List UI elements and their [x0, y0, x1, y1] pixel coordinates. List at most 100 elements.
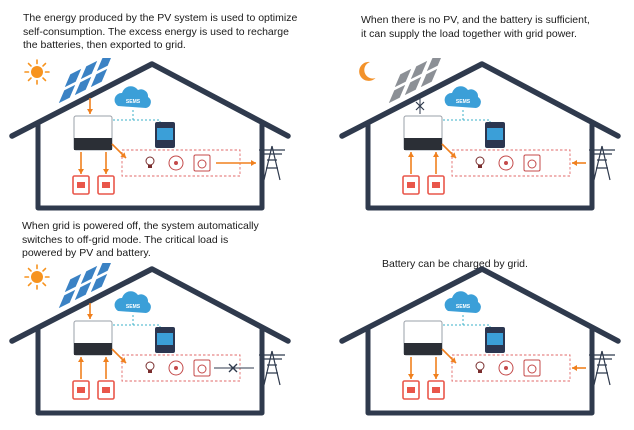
s2-washer-body	[523, 154, 541, 172]
s2-fan-ring	[498, 155, 514, 171]
s4-charge-battery-2-arrow-head	[433, 374, 439, 379]
s4-charge-battery-1-arrow-head	[408, 374, 414, 379]
s3-cloud-icon: SEMS	[114, 291, 151, 313]
s3-solar-panel-icon	[57, 263, 112, 310]
s1-sun-core	[31, 66, 43, 78]
s2-power-tower-icon	[589, 145, 615, 181]
scene-3-diagram: SEMS	[9, 263, 291, 416]
s1-washing-machine-icon	[193, 154, 211, 172]
s3-inverter-to-load-arrow	[111, 348, 127, 364]
s3-inverter-to-load-arrow-head	[120, 357, 126, 363]
s4-charge-battery-1-arrow	[408, 357, 414, 379]
s4-battery-2-icon-mark	[432, 387, 440, 393]
s2-bulb-glass	[475, 156, 485, 166]
s1-cloud-shape	[114, 86, 151, 108]
s3-battery-1-icon	[72, 380, 90, 400]
s1-battery-2-icon-mark	[102, 182, 110, 188]
s2-solar-panel-icon	[387, 58, 442, 105]
s2-house-walls	[365, 124, 595, 211]
s4-bulb-base	[478, 370, 482, 373]
s2-cloud-icon: SEMS	[444, 86, 481, 108]
scene-4-diagram: SEMS	[339, 266, 621, 416]
s2-battery-2-icon-mark	[432, 182, 440, 188]
s1-sun-ray	[27, 62, 32, 67]
s2-pv-disconnect-icon	[415, 101, 425, 111]
s3-fan-hub	[174, 366, 178, 370]
s2-bulb-base	[478, 165, 482, 168]
s4-house-roof	[339, 266, 621, 344]
s1-pv-to-inverter-arrow-head	[87, 109, 93, 114]
s1-house-roof	[9, 61, 291, 139]
s2-inverter-icon	[403, 115, 443, 151]
s1-tablet-icon	[155, 122, 175, 148]
s1-wifi-link-line	[112, 110, 161, 128]
s1-solar-cell	[73, 75, 93, 97]
s3-inverter-base	[74, 343, 112, 355]
s1-inverter-to-load-arrow-head	[120, 152, 126, 158]
s2-fan-hub	[504, 161, 508, 165]
s1-solar-cell	[57, 83, 77, 105]
s3-battery-2-icon-mark	[102, 387, 110, 393]
s1-pv-to-inverter-arrow	[87, 98, 93, 114]
s3-pv-to-inverter-arrow-head	[87, 314, 93, 319]
s4-tablet-screen	[487, 333, 503, 345]
s4-wifi-link-line	[442, 315, 491, 333]
s3-tablet-icon	[155, 327, 175, 353]
s2-solar-cell	[409, 59, 429, 81]
s2-cloud-shape	[444, 86, 481, 108]
s4-washing-machine-icon	[523, 359, 541, 377]
s3-solar-cell	[95, 263, 112, 278]
s4-fan-ring	[498, 360, 514, 376]
s4-inverter-to-load-arrow	[441, 348, 457, 364]
s2-battery-2-icon	[427, 175, 445, 195]
s3-solar-cell	[79, 264, 99, 286]
s3-wifi-link-line	[112, 315, 161, 333]
s2-discharge-battery-1-arrow-head	[408, 152, 414, 157]
s2-discharge-battery-2-arrow	[433, 152, 439, 174]
s2-inverter-to-load-arrow-head	[450, 152, 456, 158]
s1-cloud-icon: SEMS	[114, 86, 151, 108]
s1-solar-panel-icon	[57, 58, 112, 105]
s3-light-bulb-icon	[145, 361, 155, 373]
s4-fan-hub	[504, 366, 508, 370]
s1-battery-1-icon	[72, 175, 90, 195]
s2-cloud-label: SEMS	[456, 99, 471, 105]
s4-cloud-icon: SEMS	[444, 291, 481, 313]
s2-inverter-to-load-arrow	[441, 143, 457, 159]
s1-sun-ray	[27, 77, 32, 82]
s1-bulb-base	[148, 165, 152, 168]
s2-solar-cell	[387, 83, 407, 105]
s4-bulb-glass	[475, 361, 485, 371]
s3-discharge-battery-2-arrow-head	[103, 357, 109, 362]
s2-loads-area	[451, 149, 571, 177]
s2-moon-shape	[359, 61, 376, 81]
s2-fan-icon	[498, 155, 514, 171]
s4-washer-body	[523, 359, 541, 377]
s3-tower-shape	[259, 350, 285, 386]
s4-fan-icon	[498, 360, 514, 376]
s4-inverter-icon	[403, 320, 443, 356]
s1-fan-hub	[174, 161, 178, 165]
s1-charge-battery-2-arrow	[103, 152, 109, 174]
s4-inverter-to-load-arrow-head	[450, 357, 456, 363]
s4-power-tower-icon	[589, 350, 615, 386]
s3-bulb-glass	[145, 361, 155, 371]
s3-bulb-base	[148, 370, 152, 373]
s4-cloud-shape	[444, 291, 481, 313]
s3-fan-ring	[168, 360, 184, 376]
s1-inverter-icon	[73, 115, 113, 151]
s1-inverter-base	[74, 138, 112, 150]
s4-import-from-grid-arrow	[572, 365, 586, 371]
s3-tablet-screen	[157, 333, 173, 345]
s1-inverter-to-load-arrow	[111, 143, 127, 159]
s3-pv-to-inverter-arrow	[87, 303, 93, 319]
s1-solar-cell	[63, 67, 83, 89]
s3-sun-ray	[27, 282, 32, 287]
s1-tower-shape	[259, 145, 285, 181]
s3-discharge-battery-1-arrow-head	[78, 357, 84, 362]
s2-tower-shape	[589, 145, 615, 181]
s1-solar-cell	[89, 67, 109, 89]
s1-charge-battery-2-arrow-head	[103, 169, 109, 174]
s1-sun-ray	[42, 77, 47, 82]
s1-house-walls	[35, 124, 265, 211]
